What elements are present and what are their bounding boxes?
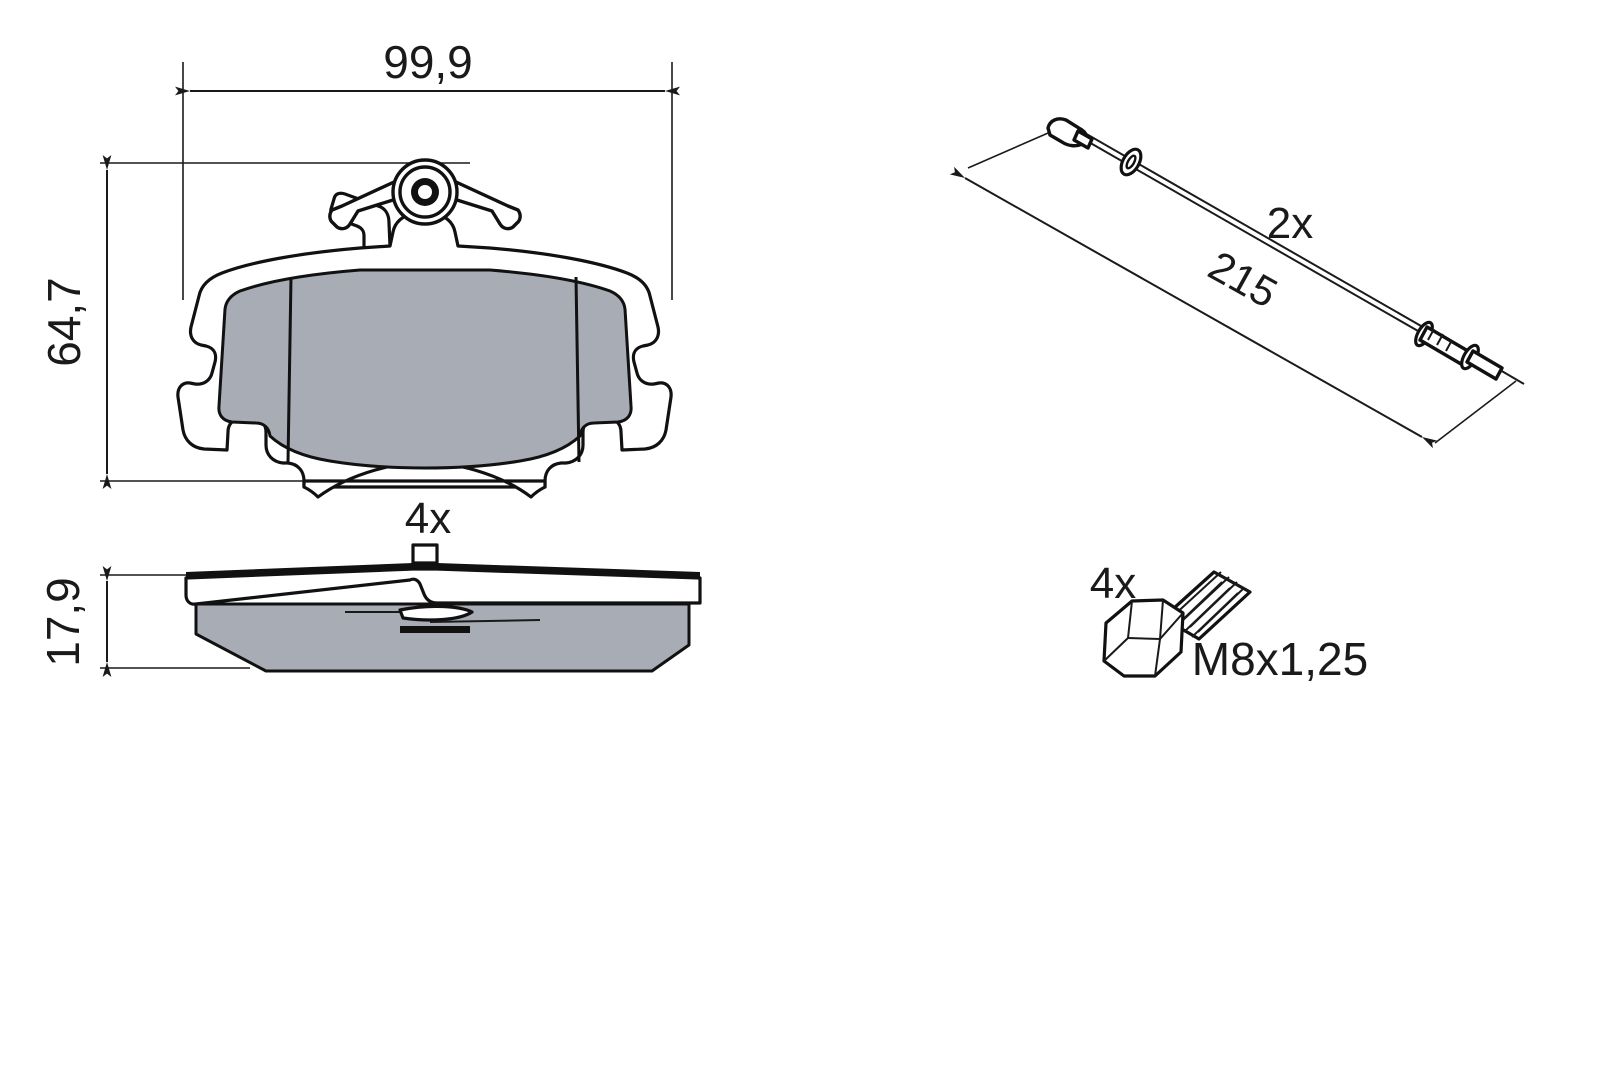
bolt-head-edge-upper (1159, 599, 1164, 640)
sensor-connector-end (1046, 117, 1094, 150)
side-center-tab (411, 543, 439, 565)
thickness-dimension-group: 17,9 (37, 566, 250, 677)
sensor-quantity-label: 2x (1267, 199, 1313, 248)
sensor-cable-highlight (1082, 131, 1429, 331)
probe-lead-wire (1499, 369, 1525, 385)
bolt-quantity-label: 4x (1090, 559, 1136, 608)
probe-nose (1465, 349, 1504, 381)
width-dimension-group: 99,9 (175, 36, 680, 300)
sensor-grommet-bore (1125, 154, 1137, 170)
bolt-hex-head (1102, 598, 1185, 678)
sensor-cable (1079, 136, 1426, 336)
sensor-grommet-ring (1119, 147, 1143, 177)
hex-bolt-view: 4x M8x1,25 (1090, 559, 1368, 685)
brake-pad-side-view (184, 543, 702, 673)
friction-divider-left (286, 276, 293, 463)
sensor-wire-right (429, 619, 541, 623)
side-backing-plate-edge (186, 563, 700, 578)
probe-ribbed-body (1418, 325, 1470, 366)
pad-quantity-label: 4x (405, 494, 451, 543)
side-friction-block (194, 602, 691, 673)
thickness-dimension-label: 17,9 (37, 577, 89, 667)
brake-pad-front-view: 4x (176, 158, 673, 543)
height-dimension-group: 64,7 (38, 155, 470, 489)
sensor-probe-tip (1414, 320, 1525, 385)
pad-friction-material (217, 268, 633, 470)
bolt-threaded-shank (1161, 570, 1252, 641)
sensor-wire-coil (398, 604, 474, 622)
sensor-connector-collar (1072, 129, 1094, 150)
bolt-head-facet-right (1154, 638, 1161, 677)
sensor-extension-end (1434, 380, 1517, 444)
bolt-shank-top-edge (1213, 571, 1251, 593)
friction-divider-right (574, 276, 581, 463)
width-dimension-label: 99,9 (383, 36, 473, 88)
brake-wear-sensor-view: 2x 215 (949, 117, 1525, 449)
sensor-wire-clip (400, 626, 470, 633)
sensor-length-dimension-line (949, 166, 1438, 449)
bolt-thread-ribs (1171, 571, 1245, 638)
side-backing-plate-band (184, 567, 702, 606)
sensor-length-label: 215 (1201, 242, 1285, 317)
bolt-thread-spec-label: M8x1,25 (1192, 633, 1368, 685)
height-dimension-label: 64,7 (38, 277, 90, 367)
probe-ribs (1427, 328, 1453, 352)
side-wear-sensor-wire (345, 604, 541, 633)
sensor-extension-start (967, 129, 1056, 169)
pad-center-pin-bore (418, 185, 432, 199)
